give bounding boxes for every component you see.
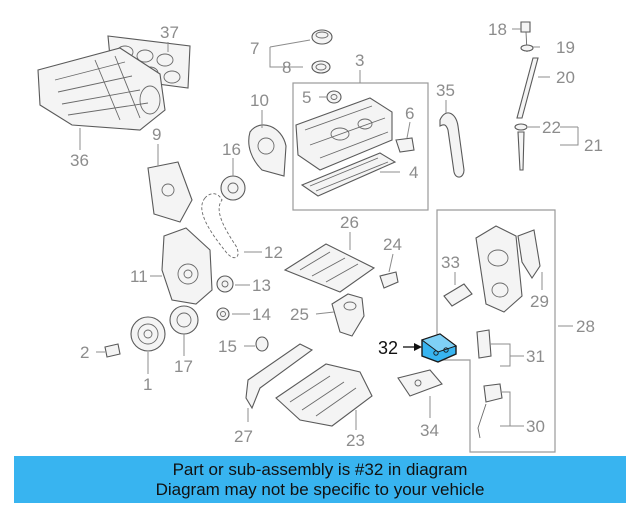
- callout-16: 16: [222, 140, 241, 159]
- oil-dipstick: [514, 21, 539, 171]
- callout-26: 26: [340, 213, 359, 232]
- callout-4: 4: [409, 163, 418, 182]
- callout-24: 24: [383, 235, 402, 254]
- callout-15: 15: [218, 337, 237, 356]
- tensioner-rod: [477, 403, 487, 439]
- engine-front-cover: [161, 227, 213, 305]
- crankshaft-pulley: [130, 316, 166, 352]
- banner-line-disclaimer: Diagram may not be specific to your vehi…: [155, 479, 485, 499]
- parts-diagram: 37 36 7 8 3 5 6 4 35 18 19 20 22 21 10 1…: [37, 20, 603, 453]
- callout-8: 8: [282, 58, 291, 77]
- arrow-32: [403, 343, 422, 351]
- callout-36: 36: [70, 151, 89, 170]
- timing-cover-upper: [248, 124, 287, 177]
- callout-28: 28: [576, 317, 595, 336]
- idler-pulley: [216, 275, 234, 293]
- callout-17: 17: [174, 357, 193, 376]
- oil-pump: [331, 293, 365, 337]
- oil-pan: [275, 363, 373, 427]
- callout-labels: 37 36 7 8 3 5 6 4 35 18 19 20 22 21 10 1…: [70, 20, 603, 450]
- sensor-bracket: [443, 283, 473, 307]
- breather-hose: [439, 112, 465, 178]
- callout-18: 18: [488, 20, 507, 39]
- callout-13: 13: [252, 276, 271, 295]
- callout-34: 34: [420, 421, 439, 440]
- valve-cover-gasket: [300, 152, 397, 197]
- callout-9: 9: [152, 125, 161, 144]
- callout-6: 6: [405, 104, 414, 123]
- intake-manifold: [37, 47, 166, 131]
- callout-29: 29: [530, 292, 549, 311]
- callout-25: 25: [290, 305, 309, 324]
- cap-seal: [311, 60, 331, 74]
- oil-pan-baffle: [283, 243, 376, 293]
- callout-11: 11: [130, 267, 148, 286]
- banner-line-part: Part or sub-assembly is #32 in diagram: [172, 459, 468, 479]
- valve-cover: [295, 97, 393, 171]
- valve-cover-seal: [326, 90, 342, 104]
- chain-cover-upper: [147, 161, 193, 223]
- guide-rail: [379, 271, 399, 289]
- callout-22: 22: [542, 118, 561, 137]
- callout-30: 30: [526, 417, 545, 436]
- callout-2: 2: [80, 343, 89, 362]
- pcv-gasket: [395, 137, 415, 153]
- info-banner: Part or sub-assembly is #32 in diagram D…: [14, 456, 626, 503]
- callout-3: 3: [355, 51, 364, 70]
- tensioner-spring: [483, 383, 503, 403]
- callout-32[interactable]: 32: [378, 338, 398, 358]
- seal-ring: [216, 307, 230, 321]
- callout-20: 20: [556, 68, 575, 87]
- callout-14: 14: [252, 305, 271, 324]
- mount-bracket: [397, 369, 443, 397]
- callout-35: 35: [436, 81, 455, 100]
- timing-chain-housing: [475, 225, 523, 313]
- cover-seal-plate: [476, 329, 492, 359]
- callout-27: 27: [234, 427, 253, 446]
- callout-33: 33: [441, 253, 460, 272]
- oil-pan-gasket: [245, 343, 314, 410]
- callout-21: 21: [584, 136, 603, 155]
- callout-5: 5: [302, 88, 311, 107]
- camshaft-sprocket: [220, 175, 246, 201]
- oil-filler-cap: [311, 29, 333, 45]
- chain-guide: [517, 229, 541, 280]
- callout-37: 37: [160, 23, 179, 42]
- callout-10: 10: [250, 91, 269, 110]
- callout-19: 19: [556, 38, 575, 57]
- pulley-bolt: [104, 343, 121, 358]
- callout-7: 7: [250, 39, 259, 58]
- plug: [255, 336, 269, 352]
- highlighted-part-32[interactable]: [420, 333, 458, 363]
- callout-31: 31: [526, 347, 545, 366]
- crankshaft-sprocket: [169, 305, 199, 335]
- leader-lines: [79, 28, 579, 430]
- callout-12: 12: [264, 243, 283, 262]
- callout-23: 23: [346, 431, 365, 450]
- timing-chain: [201, 193, 239, 259]
- callout-1: 1: [143, 375, 152, 394]
